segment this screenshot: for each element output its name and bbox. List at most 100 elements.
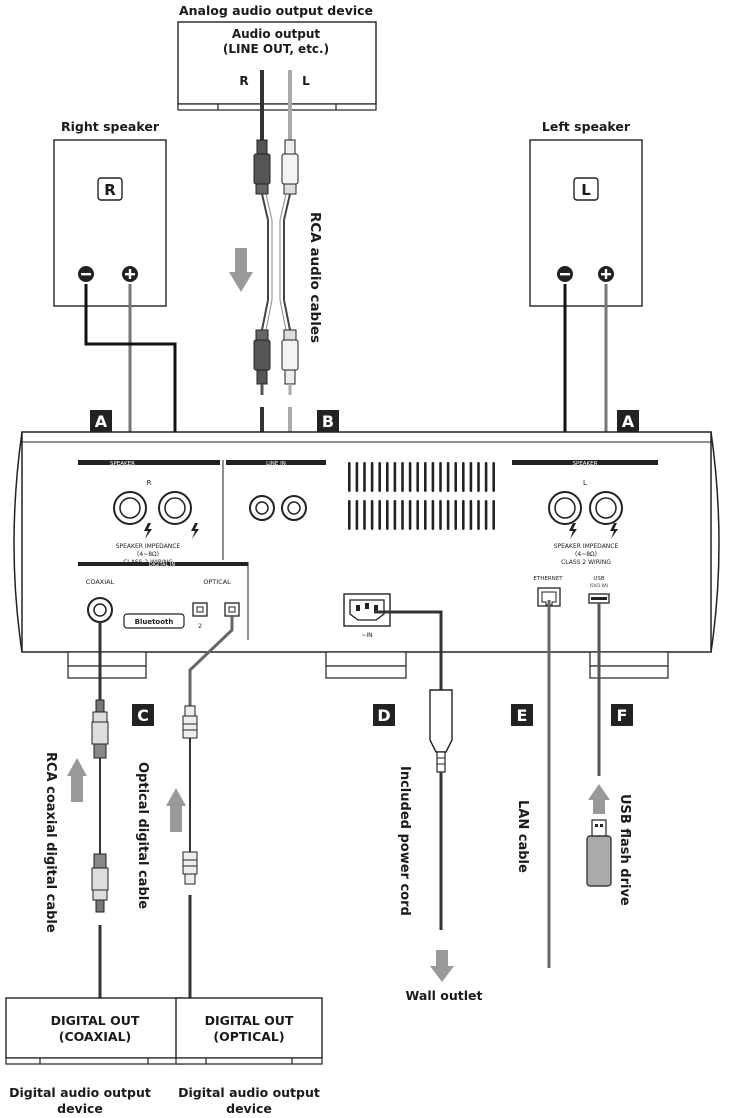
optical-cable-label: Optical digital cable (135, 762, 150, 909)
opt-device-caption1: Digital audio output (178, 1085, 320, 1100)
vent-slot (446, 462, 450, 492)
badge-d: D (373, 704, 395, 726)
vent-slot (348, 462, 351, 492)
vent-slot (355, 462, 359, 492)
rca-audio-cables-label: RCA audio cables (307, 212, 323, 343)
vent-slot (408, 462, 412, 492)
coaxial-cable (91, 622, 109, 1010)
vent-slot (477, 500, 480, 530)
usb-port (588, 593, 610, 604)
vent-slot (386, 500, 389, 530)
vent-slot (477, 462, 480, 492)
rca-audio-cable-pair (253, 70, 299, 500)
analog-device-title: Analog audio output device (179, 3, 373, 18)
up-arrow-icon (67, 758, 87, 802)
vent-slot (348, 500, 351, 530)
vent-slot (469, 500, 473, 530)
badge-a-right: A (90, 410, 112, 432)
vent-slot (484, 462, 488, 492)
vent-slot (401, 462, 404, 492)
line-in-header: LINE IN (266, 461, 286, 467)
badge-e: E (511, 704, 533, 726)
usb-label: USB (593, 576, 605, 582)
opt-device-line2: (OPTICAL) (213, 1029, 284, 1044)
vent-slot (439, 462, 442, 492)
analog-device-l-label: L (302, 74, 310, 88)
svg-text:B: B (322, 412, 334, 431)
plus-terminal-icon (598, 266, 614, 282)
digital-in-section (78, 562, 249, 640)
analog-device-line1: Audio output (232, 27, 321, 41)
vent-slot (454, 462, 457, 492)
vent-slot (431, 500, 435, 530)
vent-slot (492, 462, 495, 492)
vent-slot (492, 500, 495, 530)
line-in-section (222, 460, 326, 560)
vent-slot (454, 500, 457, 530)
optical-output-device (175, 997, 323, 1065)
svg-text:C: C (137, 706, 149, 725)
vent-slot (462, 462, 465, 492)
down-arrow-icon (229, 248, 253, 292)
up-arrow-icon (588, 784, 610, 814)
vent-slot (439, 500, 442, 530)
analog-output-device (177, 21, 377, 111)
badge-c: C (132, 704, 154, 726)
vent-slot (393, 462, 397, 492)
left-speaker-letter: L (581, 181, 591, 199)
vent-slot (416, 500, 419, 530)
vent-slot (393, 500, 397, 530)
right-speaker-title: Right speaker (61, 119, 160, 134)
bluetooth-label: Bluetooth (135, 618, 174, 626)
badge-b: B (317, 410, 339, 432)
opt-device-caption2: device (226, 1101, 272, 1116)
svg-text:A: A (95, 412, 108, 431)
right-speaker-letter: R (104, 181, 116, 199)
coaxial-port-label: COAXIAL (86, 578, 115, 586)
usb-sub-label: (5V/1.0A) (590, 583, 609, 588)
vent-grille (348, 462, 495, 530)
wall-outlet-label: Wall outlet (406, 988, 483, 1003)
optical-port-label: OPTICAL (203, 578, 231, 586)
analog-device-line2: (LINE OUT, etc.) (223, 42, 329, 56)
coax-device-caption1: Digital audio output (9, 1085, 151, 1100)
opt-device-line1: DIGITAL OUT (205, 1013, 294, 1028)
badge-a-left: A (617, 410, 639, 432)
vent-slot (401, 500, 404, 530)
vent-slot (408, 500, 412, 530)
up-arrow-icon (166, 788, 186, 832)
vent-slot (431, 462, 435, 492)
speaker-section-left: L (512, 460, 658, 539)
coax-device-line2: (COAXIAL) (59, 1029, 132, 1044)
usb-flash-drive-icon (586, 819, 612, 887)
vent-slot (370, 462, 374, 492)
left-speaker-title: Left speaker (542, 119, 631, 134)
amplifier-rear-panel (13, 431, 720, 679)
vent-slot (484, 500, 488, 530)
plus-terminal-icon (122, 266, 138, 282)
digital-in-header: DIGITAL IN (149, 562, 176, 568)
svg-text:D: D (377, 706, 390, 725)
speaker-l-impedance3: CLASS 2 WIRING (561, 559, 611, 566)
vent-slot (424, 462, 427, 492)
vent-slot (469, 462, 473, 492)
svg-text:L: L (583, 479, 587, 487)
coaxial-output-device (5, 997, 183, 1065)
vent-slot (378, 500, 381, 530)
svg-text:A: A (622, 412, 635, 431)
vent-slot (355, 500, 359, 530)
coaxial-cable-label: RCA coaxial digital cable (43, 752, 58, 933)
left-speaker (529, 139, 643, 307)
minus-terminal-icon (78, 266, 94, 282)
svg-text:F: F (617, 706, 628, 725)
ac-in-label: ~IN (361, 632, 372, 639)
vent-slot (462, 500, 465, 530)
optical-cable (182, 616, 234, 1010)
speaker-r-header: SPEAKER (110, 461, 135, 467)
svg-text:R: R (147, 479, 152, 487)
vent-slot (416, 462, 419, 492)
vent-slot (363, 500, 366, 530)
speaker-r-impedance2: (4~8Ω) (137, 551, 159, 558)
vent-slot (424, 500, 427, 530)
